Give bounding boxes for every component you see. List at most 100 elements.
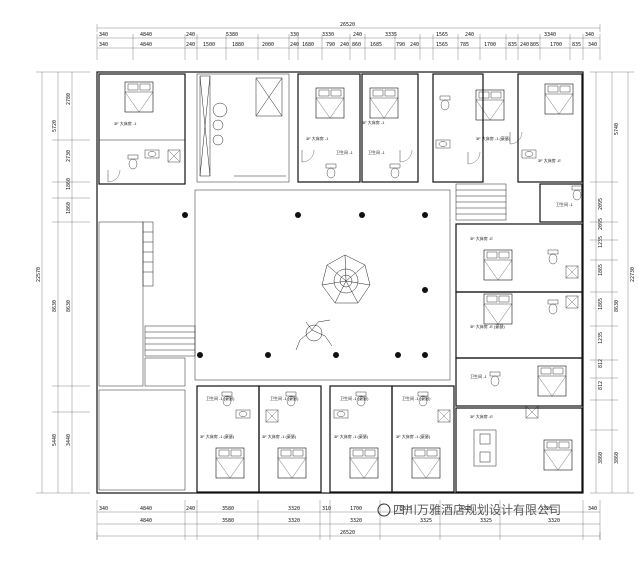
bottom-tick-marks xyxy=(96,500,601,540)
dim-label: 3440 xyxy=(66,434,72,446)
dim-label: 3860 xyxy=(598,452,604,464)
room-label: 3F 大床房 -E (豪瑟) xyxy=(470,323,505,329)
room-top-1: 3F 大床房 -1 卫生间 -1 xyxy=(297,73,361,183)
gazebo xyxy=(321,254,371,304)
dim-label: 340 xyxy=(588,42,597,48)
dim-label: 4840 xyxy=(140,42,152,48)
dim-label: 3335 xyxy=(385,32,397,38)
bottom-total-label: 26520 xyxy=(340,530,355,536)
dim-label: 240 xyxy=(520,42,529,48)
corridor-left xyxy=(98,221,196,491)
dim-label: 3580 xyxy=(222,506,234,512)
dim-label: 3340 xyxy=(544,32,556,38)
room-bottom-2: 3F 大床房 -1 (豪瑟) 卫生间 -1 (豪瑟) xyxy=(258,385,322,493)
dim-label: 8630 xyxy=(66,300,72,312)
dim-label: 3325 xyxy=(460,506,472,512)
right-dimension-outer: 5740 8630 3860 xyxy=(611,72,620,493)
top-tick-marks xyxy=(96,34,601,60)
dim-label: 1860 xyxy=(66,178,72,190)
room-top-3: 3F 大床房 -1 (豪瑟) xyxy=(432,73,511,183)
dim-label: 1865 xyxy=(598,298,604,310)
room-label: 3F 大床房 -1 (豪瑟) xyxy=(200,433,235,439)
dim-label: 3580 xyxy=(222,518,234,524)
room-label: 卫生间 -1 xyxy=(556,201,573,207)
dim-label: 3320 xyxy=(288,518,300,524)
room-bottom-3: 3F 大床房 -1 (豪瑟) 卫生间 -1 (豪瑟) xyxy=(329,385,393,493)
dim-label: 2730 xyxy=(66,150,72,162)
dim-label: 3320 xyxy=(540,506,552,512)
dim-label: 1680 xyxy=(302,42,314,48)
room-label: 卫生间 -1 (豪瑟) xyxy=(402,395,431,401)
left-dimension-outer: 5720 8630 5440 xyxy=(52,72,59,493)
right-dimension-inner: 2095 2095 1235 1865 1865 1235 812 812 38… xyxy=(595,72,604,493)
right-total-label: 22730 xyxy=(630,267,636,282)
room-right-3: 卫生间 -1 xyxy=(455,357,583,407)
courtyard xyxy=(182,189,451,381)
dim-label: 340 xyxy=(585,32,594,38)
room-right-4: 3F 大床房 -E xyxy=(455,405,583,493)
dim-label: 330 xyxy=(290,32,299,38)
top-total-label: 26520 xyxy=(340,22,355,28)
room-right-2: 3F 大床房 -E (豪瑟) xyxy=(455,291,583,359)
right-dimension-total: 22730 xyxy=(627,72,636,493)
room-right-1: 3F 大床房 -E xyxy=(455,223,583,293)
room-label: 3F 大床房 -1 (豪瑟) xyxy=(396,433,431,439)
dim-label: 340 xyxy=(99,32,108,38)
room-label: 卫生间 -1 (豪瑟) xyxy=(270,395,299,401)
room-label: 卫生间 -1 xyxy=(470,373,487,379)
dim-label: 240 xyxy=(410,42,419,48)
dim-label: 3320 xyxy=(288,506,300,512)
left-dimension-inner: 2780 2730 1860 1860 8630 3440 xyxy=(66,72,73,493)
dim-label: 4840 xyxy=(140,518,152,524)
dim-label: 1235 xyxy=(598,332,604,344)
dim-label: 1565 xyxy=(436,32,448,38)
room-label: 卫生间 -1 xyxy=(368,149,385,155)
dim-label: 4840 xyxy=(140,506,152,512)
dim-label: 790 xyxy=(326,42,335,48)
room-top-2: 3F 大床房 -1 卫生间 -1 xyxy=(361,73,419,183)
dim-label: 8630 xyxy=(614,300,620,312)
dim-label: 1685 xyxy=(370,42,382,48)
top-dimension-row1: 340 4840 240 5380 330 3330 240 3335 1565… xyxy=(97,32,600,39)
room-top-4: 3F 大床房 -E xyxy=(509,73,583,183)
dim-label: 1700 xyxy=(484,42,496,48)
room-label: 3F 大床房 -E xyxy=(470,235,493,241)
dim-label: 1865 xyxy=(598,264,604,276)
room-label: 卫生间 -1 (豪瑟) xyxy=(340,395,369,401)
bottom-dimension-row2: 4840 3580 3320 3320 3325 3325 3320 xyxy=(97,518,600,525)
dim-label: 240 xyxy=(340,42,349,48)
left-dimension-total: 22570 xyxy=(36,72,43,493)
dim-label: 1500 xyxy=(203,42,215,48)
dim-label: 1700 xyxy=(350,506,362,512)
dim-label: 240 xyxy=(290,42,299,48)
bath-right-1: 卫生间 -1 xyxy=(539,183,583,223)
dim-label: 805 xyxy=(530,42,539,48)
room-label: 3F 大床房 -1 xyxy=(362,119,385,125)
room-label: 3F 大床房 -1 (豪瑟) xyxy=(262,433,297,439)
dim-label: 240 xyxy=(465,32,474,38)
dim-label: 835 xyxy=(508,42,517,48)
dim-label: 3320 xyxy=(350,518,362,524)
right-tick-marks xyxy=(590,71,634,494)
dim-label: 2780 xyxy=(66,93,72,105)
dim-label: 3325 xyxy=(400,506,412,512)
stairs-right xyxy=(455,183,507,221)
room-label: 卫生间 -1 xyxy=(336,149,353,155)
dim-label: 835 xyxy=(572,42,581,48)
dim-label: 340 xyxy=(99,42,108,48)
dim-label: 2000 xyxy=(262,42,274,48)
left-tick-marks xyxy=(36,71,90,494)
dim-label: 3320 xyxy=(548,518,560,524)
dim-label: 240 xyxy=(186,506,195,512)
room-label: 3F 大床房 -E xyxy=(470,413,493,419)
dim-label: 5440 xyxy=(52,434,58,446)
dim-label: 790 xyxy=(396,42,405,48)
dim-label: 5720 xyxy=(52,120,58,132)
dim-label: 4840 xyxy=(140,32,152,38)
dim-label: 3330 xyxy=(322,32,334,38)
room-label: 3F 大床房 -1 (豪瑟) xyxy=(476,135,511,141)
dim-label: 1700 xyxy=(550,42,562,48)
room-label: 卫生间 -1 (豪瑟) xyxy=(206,395,235,401)
room-bottom-4: 3F 大床房 -1 (豪瑟) 卫生间 -1 (豪瑟) xyxy=(391,385,455,493)
